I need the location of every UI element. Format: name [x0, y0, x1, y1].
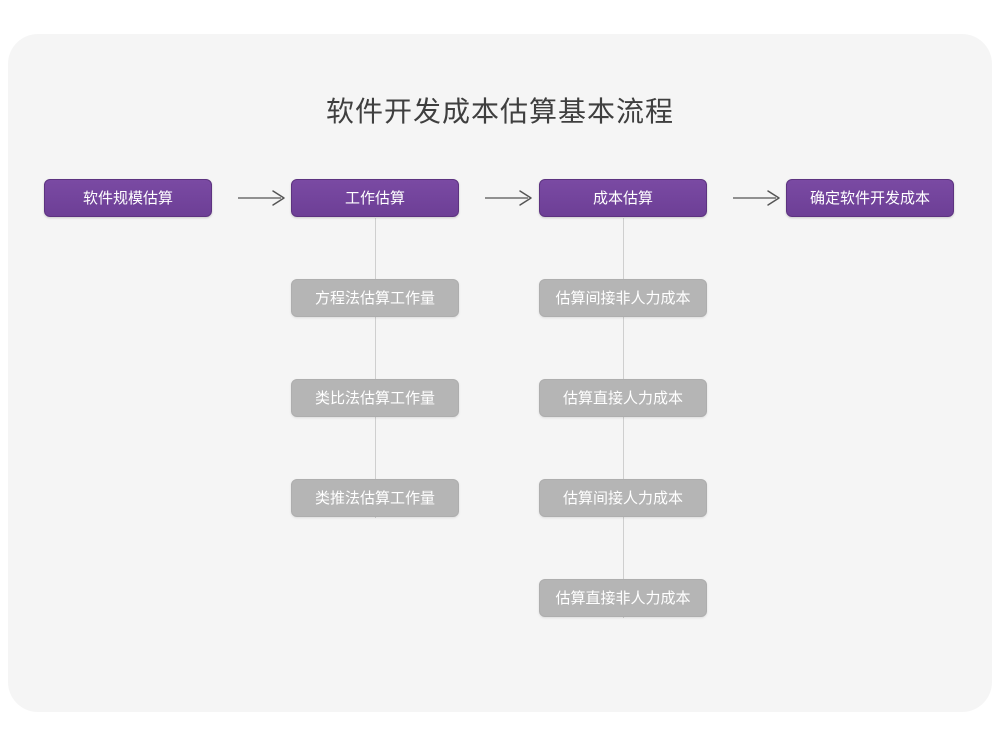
- branch-node-right-3[interactable]: 估算间接人力成本: [539, 479, 707, 517]
- flow-arrow-3: [731, 189, 783, 207]
- branch-node-left-2[interactable]: 类比法估算工作量: [291, 379, 459, 417]
- flow-arrow-1: [236, 189, 288, 207]
- flow-arrow-2: [483, 189, 535, 207]
- page-title: 软件开发成本估算基本流程: [325, 96, 674, 127]
- branch-node-left-1[interactable]: 方程法估算工作量: [291, 279, 459, 317]
- branch-node-right-2[interactable]: 估算直接人力成本: [539, 379, 707, 417]
- branch-node-left-3[interactable]: 类推法估算工作量: [291, 479, 459, 517]
- flow-node-step1[interactable]: 软件规模估算: [44, 179, 212, 217]
- branch-connector-line-left: [375, 218, 376, 518]
- flow-node-step2[interactable]: 工作估算: [291, 179, 459, 217]
- diagram-card: 软件开发成本估算基本流程 软件规模估算 工作估算 成本估算 确定软件开发成本 方…: [8, 34, 992, 712]
- branch-node-right-1[interactable]: 估算间接非人力成本: [539, 279, 707, 317]
- branch-node-right-4[interactable]: 估算直接非人力成本: [539, 579, 707, 617]
- flow-node-step4[interactable]: 确定软件开发成本: [786, 179, 954, 217]
- flow-node-step3[interactable]: 成本估算: [539, 179, 707, 217]
- branch-connector-line-right: [623, 218, 624, 618]
